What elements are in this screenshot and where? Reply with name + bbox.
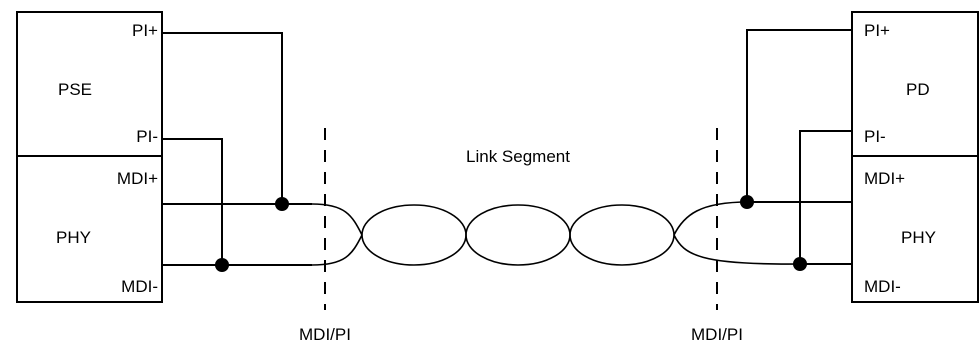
pse-mdi-plus-junction	[275, 197, 289, 211]
pse-pi-minus-label: PI-	[136, 127, 158, 146]
pse-label: PSE	[58, 80, 92, 99]
cable-twist-3	[569, 204, 675, 266]
pd-mdi-minus-label: MDI-	[864, 277, 901, 296]
pse-pi-minus-wire	[162, 138, 223, 265]
pse-pi-plus-label: PI+	[132, 21, 158, 40]
pd-unit: PI+ PD PI- MDI+ PHY MDI-	[851, 11, 979, 303]
pd-pi-minus-wire	[799, 130, 852, 264]
pd-mdi-minus-junction	[793, 257, 807, 271]
pd-mdi-plus-junction	[740, 195, 754, 209]
cable-twist-2	[465, 204, 571, 266]
pd-pi-plus-label: PI+	[864, 21, 890, 40]
pse-mdi-plus-label: MDI+	[117, 169, 158, 188]
link-segment-label: Link Segment	[466, 147, 570, 166]
pd-mdi-plus-label: MDI+	[864, 169, 905, 188]
mdi-pi-left-label: MDI/PI	[299, 325, 351, 344]
pd-pi-minus-label: PI-	[864, 127, 886, 146]
mdi-pi-right-label: MDI/PI	[691, 325, 743, 344]
pse-mdi-minus-label: MDI-	[121, 277, 158, 296]
pse-mdi-minus-junction	[215, 258, 229, 272]
pse-unit: PSE PI+ PI- MDI+ PHY MDI-	[16, 11, 163, 303]
pse-phy-label: PHY	[56, 228, 91, 247]
pd-phy-label: PHY	[901, 228, 936, 247]
pd-wiring	[746, 29, 852, 265]
cable-right-fan	[673, 201, 801, 265]
pd-phy-box	[851, 155, 979, 303]
pse-wiring	[162, 32, 312, 266]
pse-phy-box	[16, 155, 163, 303]
cable-left-fan	[311, 203, 363, 266]
pd-pi-plus-wire	[746, 29, 852, 202]
pse-pi-plus-wire	[162, 32, 283, 204]
pd-label: PD	[906, 80, 930, 99]
cable-twist-1	[361, 204, 467, 266]
twisted-pair-cable	[311, 201, 801, 266]
